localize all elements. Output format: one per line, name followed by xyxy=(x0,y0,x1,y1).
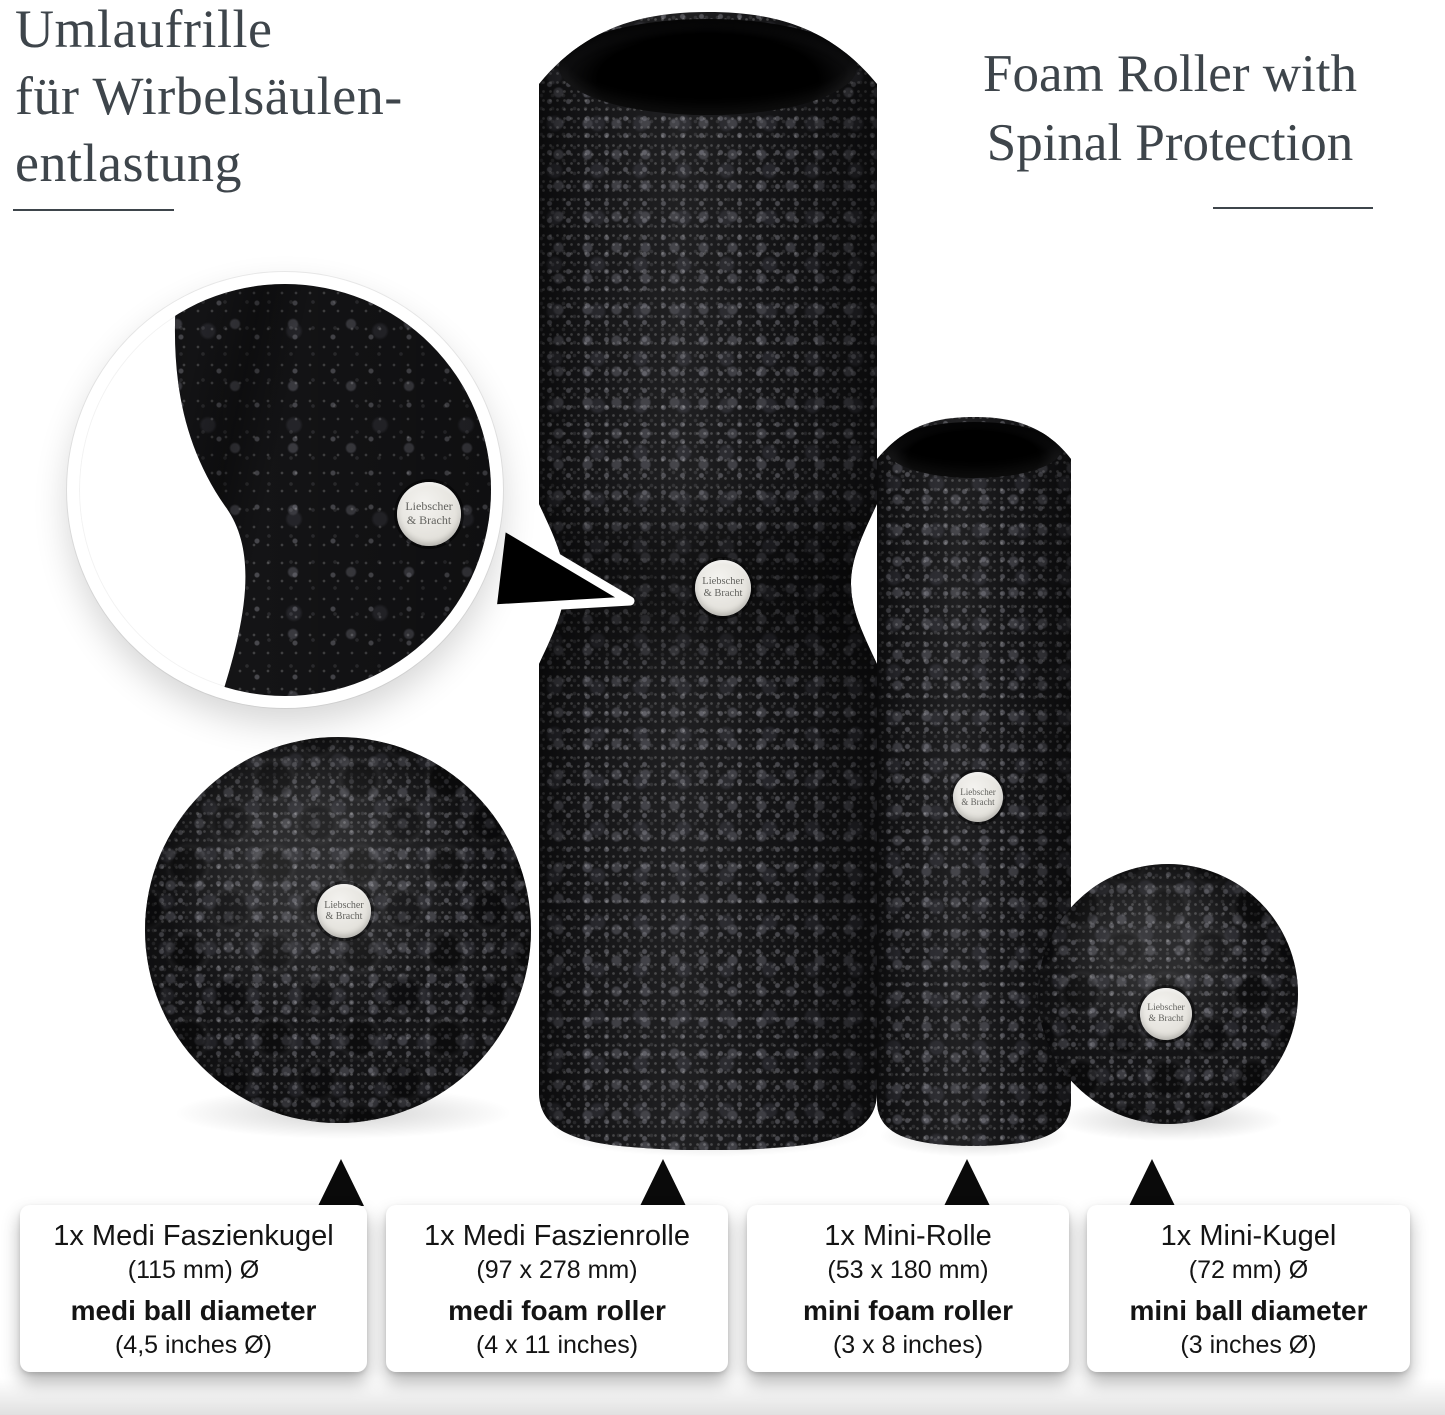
spec-card-medi-roller: 1x Medi Faszienrolle (97 x 278 mm) medi … xyxy=(386,1205,728,1372)
brand-badge-line-2: & Bracht xyxy=(961,797,995,807)
callout-arrow-icon xyxy=(318,1159,364,1206)
brand-badge-line-1: Liebscher xyxy=(324,899,364,911)
spec-name-de: 1x Mini-Kugel xyxy=(1160,1220,1337,1252)
brand-badge-line-2: & Bracht xyxy=(703,588,743,599)
spec-size-imperial: (3 inches Ø) xyxy=(1180,1331,1317,1359)
brand-badge: Liebscher & Bracht xyxy=(317,884,371,938)
title-english: Foam Roller with Spinal Protection xyxy=(935,40,1405,178)
spec-name-en: mini ball diameter xyxy=(1129,1295,1368,1326)
product-medi-fascia-ball: Liebscher & Bracht xyxy=(145,737,531,1123)
title-german-line-2: für Wirbelsäulen- xyxy=(15,66,403,126)
callout-arrow-icon xyxy=(944,1159,990,1206)
spec-size-metric: (72 mm) Ø xyxy=(1188,1256,1309,1284)
title-german-line-1: Umlaufrille xyxy=(15,0,273,59)
title-german-underline xyxy=(13,209,174,211)
spec-name-en: medi ball diameter xyxy=(70,1295,317,1326)
brand-badge-line-1: Liebscher xyxy=(960,786,996,797)
title-german: Umlaufrille für Wirbelsäulen- entlastung xyxy=(15,0,403,197)
brand-badge-line-1: Liebscher xyxy=(1147,1003,1185,1014)
title-english-line-1: Foam Roller with xyxy=(983,45,1357,103)
brand-badge: Liebscher & Bracht xyxy=(397,482,461,546)
brand-badge-line-2: & Bracht xyxy=(325,911,363,922)
callout-arrow-icon xyxy=(640,1159,686,1206)
roller-top-opening xyxy=(887,422,1061,478)
spec-name-en: mini foam roller xyxy=(802,1295,1014,1326)
brand-badge: Liebscher & Bracht xyxy=(695,560,751,616)
spec-size-imperial: (4,5 inches Ø) xyxy=(114,1331,272,1359)
spec-name-de: 1x Medi Faszienrolle xyxy=(424,1220,690,1252)
spec-size-metric: (115 mm) Ø xyxy=(127,1256,260,1284)
magnifier-inset: Liebscher & Bracht xyxy=(67,272,503,708)
brand-badge-line-1: Liebscher xyxy=(405,499,453,514)
brand-badge: Liebscher & Bracht xyxy=(953,772,1003,822)
title-english-underline xyxy=(1213,207,1373,209)
spec-card-mini-ball: 1x Mini-Kugel (72 mm) Ø mini ball diamet… xyxy=(1087,1205,1410,1372)
callout-arrow-icon xyxy=(1129,1159,1175,1206)
floor-gradient xyxy=(0,1378,1445,1415)
brand-badge: Liebscher & Bracht xyxy=(1140,988,1192,1040)
spec-size-imperial: (4 x 11 inches) xyxy=(475,1331,639,1359)
brand-badge-line-2: & Bracht xyxy=(406,513,452,527)
roller-top-opening xyxy=(559,19,857,115)
spec-name-de: 1x Medi Faszienkugel xyxy=(53,1220,334,1252)
spec-size-metric: (97 x 278 mm) xyxy=(476,1256,638,1284)
magnifier-pointer-icon xyxy=(487,520,635,614)
title-english-line-2: Spinal Protection xyxy=(986,114,1354,172)
title-german-line-3: entlastung xyxy=(15,133,242,193)
product-mini-fascia-ball: Liebscher & Bracht xyxy=(1038,864,1298,1124)
spec-size-imperial: (3 x 8 inches) xyxy=(832,1331,984,1359)
spec-name-de: 1x Mini-Rolle xyxy=(824,1220,992,1252)
spec-card-mini-roller: 1x Mini-Rolle (53 x 180 mm) mini foam ro… xyxy=(747,1205,1069,1372)
spec-size-metric: (53 x 180 mm) xyxy=(827,1256,989,1284)
brand-badge-line-2: & Bracht xyxy=(1148,1014,1184,1024)
spec-name-en: medi foam roller xyxy=(448,1295,666,1326)
spec-card-medi-ball: 1x Medi Faszienkugel (115 mm) Ø medi bal… xyxy=(20,1205,367,1372)
brand-badge-line-1: Liebscher xyxy=(702,575,744,587)
